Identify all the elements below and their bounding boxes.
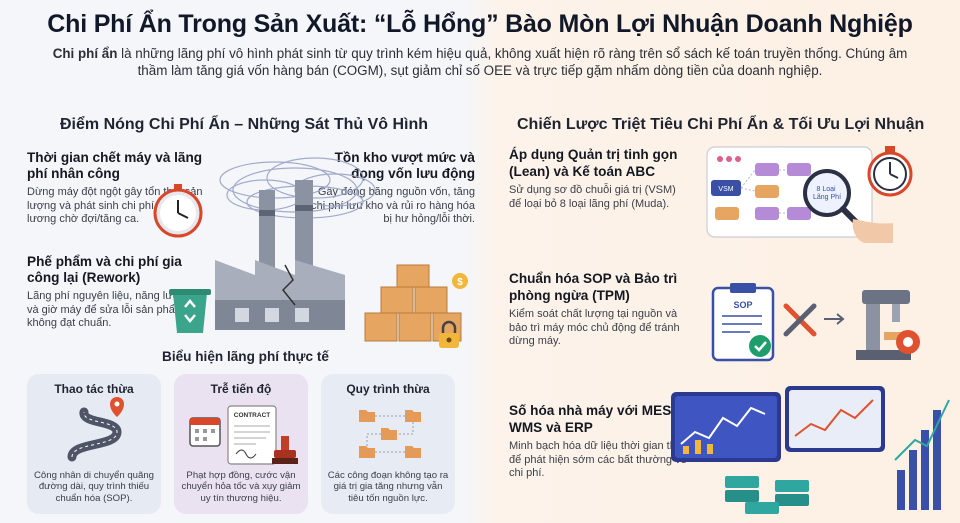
- hotspot-desc: Lãng phí nguyên liệu, năng lượng và giờ …: [27, 290, 193, 329]
- lens-label-line: Lãng Phí: [813, 194, 841, 201]
- strategy-desc: Kiểm soát chất lượng tại nguồn và bảo tr…: [509, 308, 680, 347]
- hotspot-title: Phế phẩm và chi phí gia công lại (Rework…: [27, 254, 182, 285]
- recycle-bin-icon: [169, 289, 211, 333]
- folder-flow-icon: [359, 410, 421, 458]
- card-title: Thao tác thừa: [54, 382, 134, 396]
- arrow-right-icon: [824, 313, 845, 325]
- strategy-lean: Áp dụng Quản trị tinh gọn (Lean) và Kế t…: [509, 146, 689, 211]
- magnifier-icon: 8 Loại Lãng Phí: [803, 169, 893, 243]
- card-title: Quy trình thừa: [346, 382, 430, 396]
- intro-text: Chi phí ẩn là những lãng phí vô hình phá…: [0, 45, 960, 79]
- inventory-boxes-icon: $: [364, 264, 468, 342]
- factory-illustration: [215, 157, 376, 330]
- strategy-title: Áp dụng Quản trị tinh gọn (Lean) và Kế t…: [509, 147, 678, 179]
- timer-icon: [867, 146, 913, 197]
- contract-document-icon: CONTRACT: [227, 405, 277, 465]
- right-section-title: Chiến Lược Triệt Tiêu Chi Phí Ẩn & Tối Ư…: [517, 116, 925, 133]
- header: Chi Phí Ẩn Trong Sản Xuất: “Lỗ Hổng” Bào…: [0, 10, 960, 79]
- crack-icon: [281, 264, 296, 306]
- strategy-sop-tpm: Chuẩn hóa SOP và Bảo trì phòng ngừa (TPM…: [509, 270, 689, 349]
- lens-label: 8 Loại Lãng Phí: [813, 186, 841, 201]
- waste-card-overprocessing: Quy trình thừa Các công đoạn không tạo r…: [321, 374, 455, 514]
- hotspot-title: Thời gian chết máy và lãng phí nhân công: [27, 150, 203, 181]
- hotspot-desc: Dừng máy đột ngột gây tổn thất sản lượng…: [27, 186, 203, 225]
- card-desc: Phạt hợp đồng, cước vận chuyển hỏa tốc v…: [181, 469, 301, 504]
- card-desc: Công nhân di chuyển quãng đường dài, quy…: [33, 469, 155, 504]
- card-title: Trễ tiến độ: [210, 382, 272, 396]
- page-title: Chi Phí Ẩn Trong Sản Xuất: “Lỗ Hổng” Bào…: [47, 10, 913, 38]
- machine-icon: [856, 290, 920, 360]
- digital-factory-icon: [671, 386, 950, 514]
- waste-card-motion: Thao tác thừa Công nhân di chuyển quãng …: [27, 374, 161, 514]
- strategy-title: Chuẩn hóa SOP và Bảo trì phòng ngừa (TPM…: [509, 271, 678, 303]
- strategy-desc: Sử dụng sơ đồ chuỗi giá trị (VSM) để loạ…: [509, 184, 676, 210]
- sop-clipboard-icon: SOP: [711, 283, 775, 362]
- hotspot-title: Tồn kho vượt mức và đọng vốn lưu động: [334, 150, 475, 181]
- vsm-label: VSM: [718, 186, 733, 193]
- factory-building-icon: [215, 260, 345, 330]
- lock-icon: [439, 320, 459, 348]
- stopwatch-icon: [153, 184, 203, 238]
- strategy-digital: Số hóa nhà máy với MES, WMS và ERP Minh …: [509, 402, 689, 481]
- svg-text:$: $: [457, 277, 463, 288]
- tools-icon: [783, 303, 817, 337]
- winding-path-icon: [67, 397, 124, 462]
- strategy-title: Số hóa nhà máy với MES, WMS và ERP: [509, 403, 676, 435]
- hotspot-rework: Phế phẩm và chi phí gia công lại (Rework…: [27, 254, 197, 331]
- strategy-desc: Minh bạch hóa dữ liệu thời gian thực để …: [509, 440, 689, 479]
- card-desc: Các công đoạn không tạo ra giá trị gia t…: [327, 469, 449, 504]
- lens-label-line: 8 Loại: [816, 186, 836, 193]
- waste-subtitle: Biểu hiện lãng phí thực tế: [162, 349, 329, 364]
- intro-rest: là những lãng phí vô hình phát sinh từ q…: [117, 46, 908, 78]
- intro-bold: Chi phí ẩn: [52, 46, 118, 61]
- hotspot-downtime: Thời gian chết máy và lãng phí nhân công…: [27, 150, 207, 227]
- sop-label: SOP: [733, 300, 752, 310]
- left-section-title: Điểm Nóng Chi Phí Ẩn – Những Sát Thủ Vô …: [60, 116, 429, 133]
- calendar-icon: [189, 417, 221, 447]
- contract-label: CONTRACT: [234, 412, 270, 419]
- stamp-icon: [272, 436, 298, 464]
- waste-card-delay: Trễ tiến độ CONTRACT Phạt hợp đồng, cước…: [174, 374, 308, 514]
